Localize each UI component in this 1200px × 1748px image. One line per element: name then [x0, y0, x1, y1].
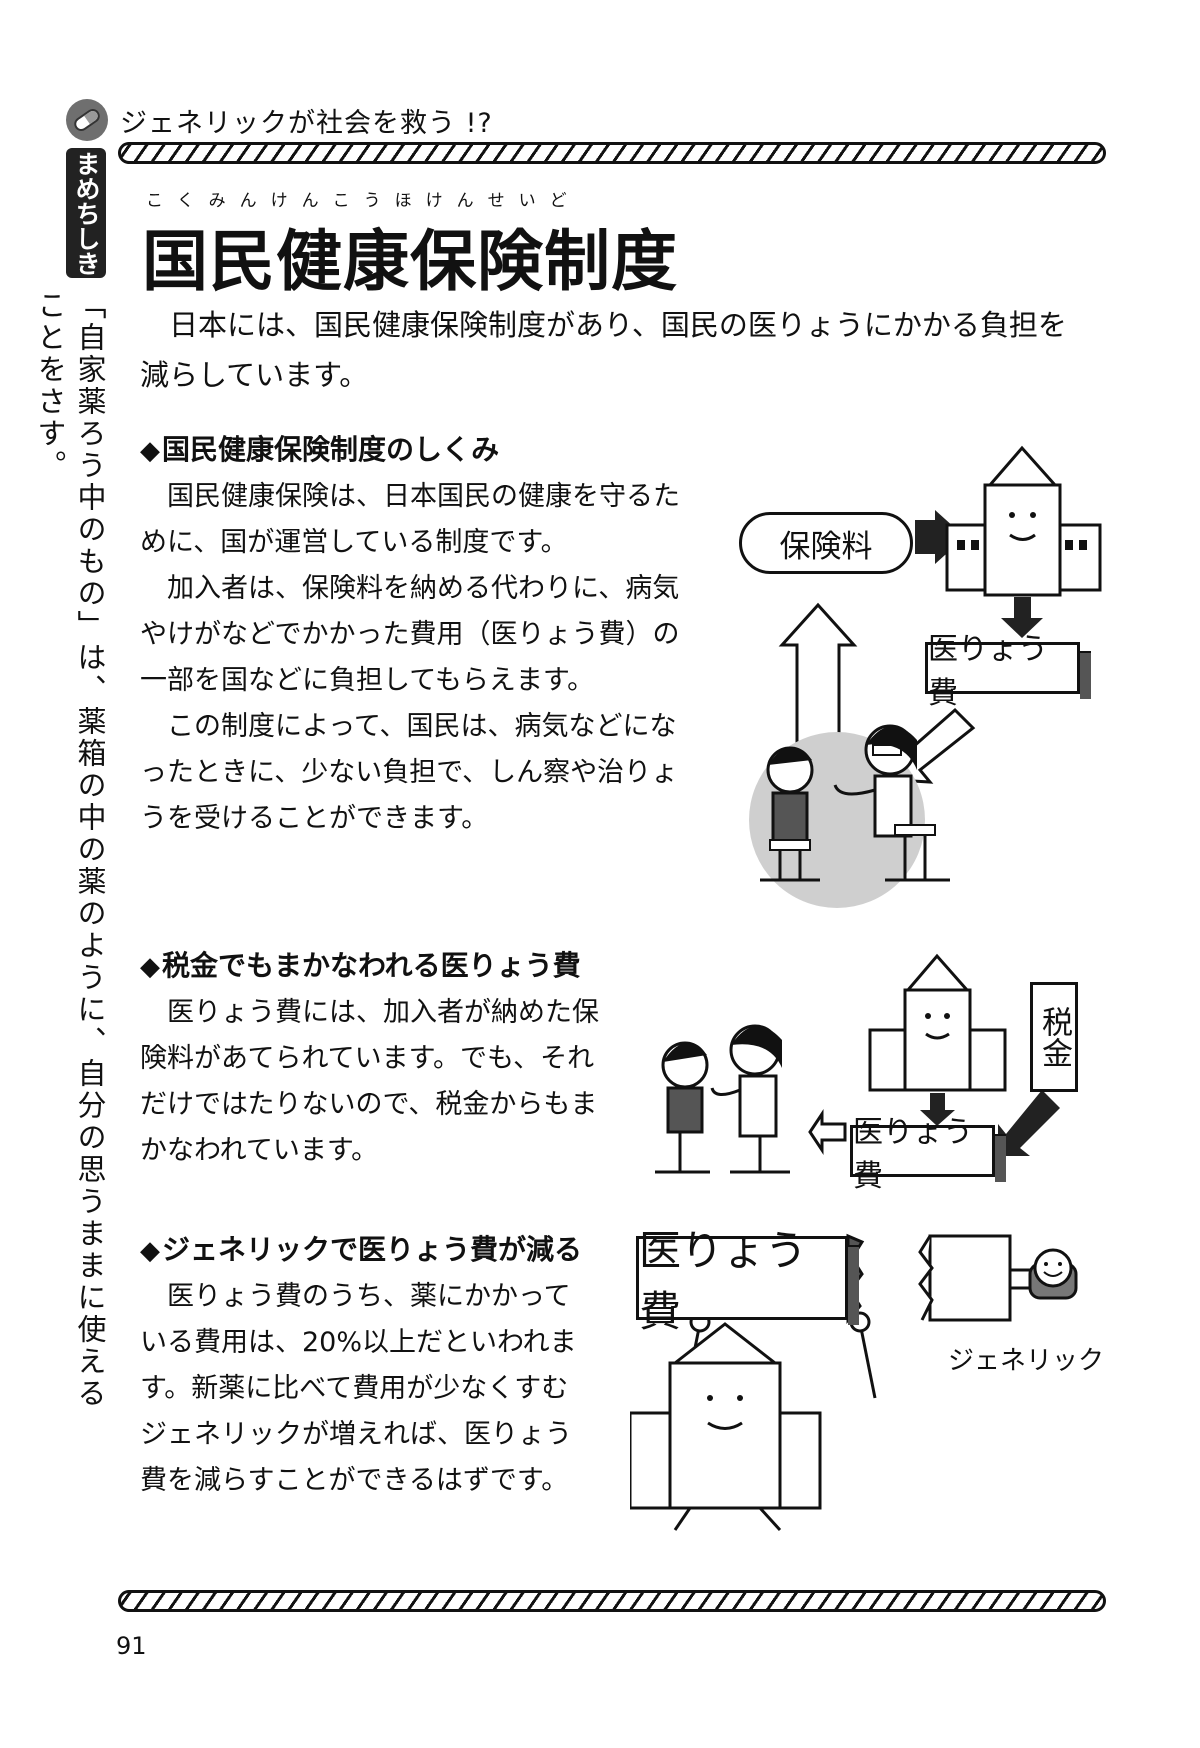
generic-cost-drawing: [628, 1233, 1078, 1532]
mamechishiki-tag: まめちしき: [66, 148, 106, 278]
generic-cost-figure: 医りょう費 ジェネリック: [628, 1226, 1105, 1538]
medical-cost-box: 医りょう費: [925, 632, 1091, 711]
patient-icon: [655, 1041, 710, 1174]
generic-label: ジェネリック: [948, 1346, 1105, 1376]
paragraph: 医りょう費には、加入者が納めた保険料があてられています。でも、それだけではたりな…: [140, 997, 599, 1166]
tax-funding-figure: 税金 医りょう費: [650, 950, 1105, 1194]
page-number: 91: [116, 1632, 147, 1660]
paragraph: この制度によって、国民は、病気などになったときに、少ない負担で、しん察や治りょう…: [140, 711, 679, 834]
side-note: 「自家薬ろう中のもの」は、薬箱の中の薬のように、自分の思うままに使えることをさす…: [33, 290, 107, 1410]
premium-box: 保険料: [739, 512, 913, 574]
tax-funding-drawing: [655, 953, 1060, 1174]
paragraph: 国民健康保険は、日本国民の健康を守るために、国が運営している制度です。: [140, 481, 680, 558]
insurance-flow-drawing: [749, 445, 1102, 908]
intro-paragraph: 日本には、国民健康保険制度があり、国民の医りょうにかかる負担を減らしています。: [140, 308, 1067, 392]
section-heading-1: ◆国民健康保険制度のしくみ: [140, 428, 499, 468]
section-body-1: 国民健康保険は、日本国民の健康を守るために、国が運営している制度です。 加入者は…: [140, 474, 700, 842]
medical-cost-box: 医りょう費: [636, 1226, 859, 1336]
section-body-2: 医りょう費には、加入者が納めた保険料があてられています。でも、それだけではたりな…: [140, 990, 610, 1174]
bottom-rope-divider: [118, 1590, 1106, 1612]
section-heading-3: ◆ジェネリックで医りょう費が減る: [140, 1228, 582, 1268]
paragraph: 加入者は、保険料を納める代わりに、病気やけがなどでかかった費用（医りょう費）の一…: [140, 573, 680, 696]
diamond-icon: ◆: [140, 952, 160, 982]
diamond-icon: ◆: [140, 436, 160, 466]
chapter-title: ジェネリックが社会を救う !?: [120, 107, 493, 139]
government-building-icon: [628, 1311, 877, 1532]
top-rope-divider: [118, 142, 1106, 164]
medicine-capsule-icon: [66, 99, 108, 141]
tax-box: 税金: [1030, 982, 1078, 1092]
government-building-icon: [868, 953, 1007, 1092]
title-ruby: こくみんけんこうほけんせいど: [146, 191, 581, 211]
section-heading-3-text: ジェネリックで医りょう費が減る: [162, 1233, 583, 1266]
diamond-icon: ◆: [140, 1236, 160, 1266]
page-header: ジェネリックが社会を救う !?: [66, 98, 1106, 142]
section-heading-2-text: 税金でもまかなわれる医りょう費: [162, 949, 581, 982]
section-heading-1-text: 国民健康保険制度のしくみ: [162, 433, 500, 466]
insurance-flow-figure: 保険料 医りょう費: [735, 440, 1105, 910]
government-building-icon: [945, 445, 1102, 597]
doctor-icon: [710, 1024, 790, 1174]
doctor-icon: [833, 724, 950, 882]
page-title: 国民健康保険制度: [142, 223, 678, 300]
smiling-pill-icon: [1010, 1248, 1078, 1300]
patient-icon: [760, 746, 820, 882]
medical-cost-box: 医りょう費: [850, 1115, 1006, 1194]
section-body-3: 医りょう費のうち、薬にかかっている費用は、20%以上だといわれます。新薬に比べて…: [140, 1274, 590, 1504]
section-heading-2: ◆税金でもまかなわれる医りょう費: [140, 944, 581, 984]
paragraph: 医りょう費のうち、薬にかかっている費用は、20%以上だといわれます。新薬に比べて…: [140, 1281, 577, 1496]
